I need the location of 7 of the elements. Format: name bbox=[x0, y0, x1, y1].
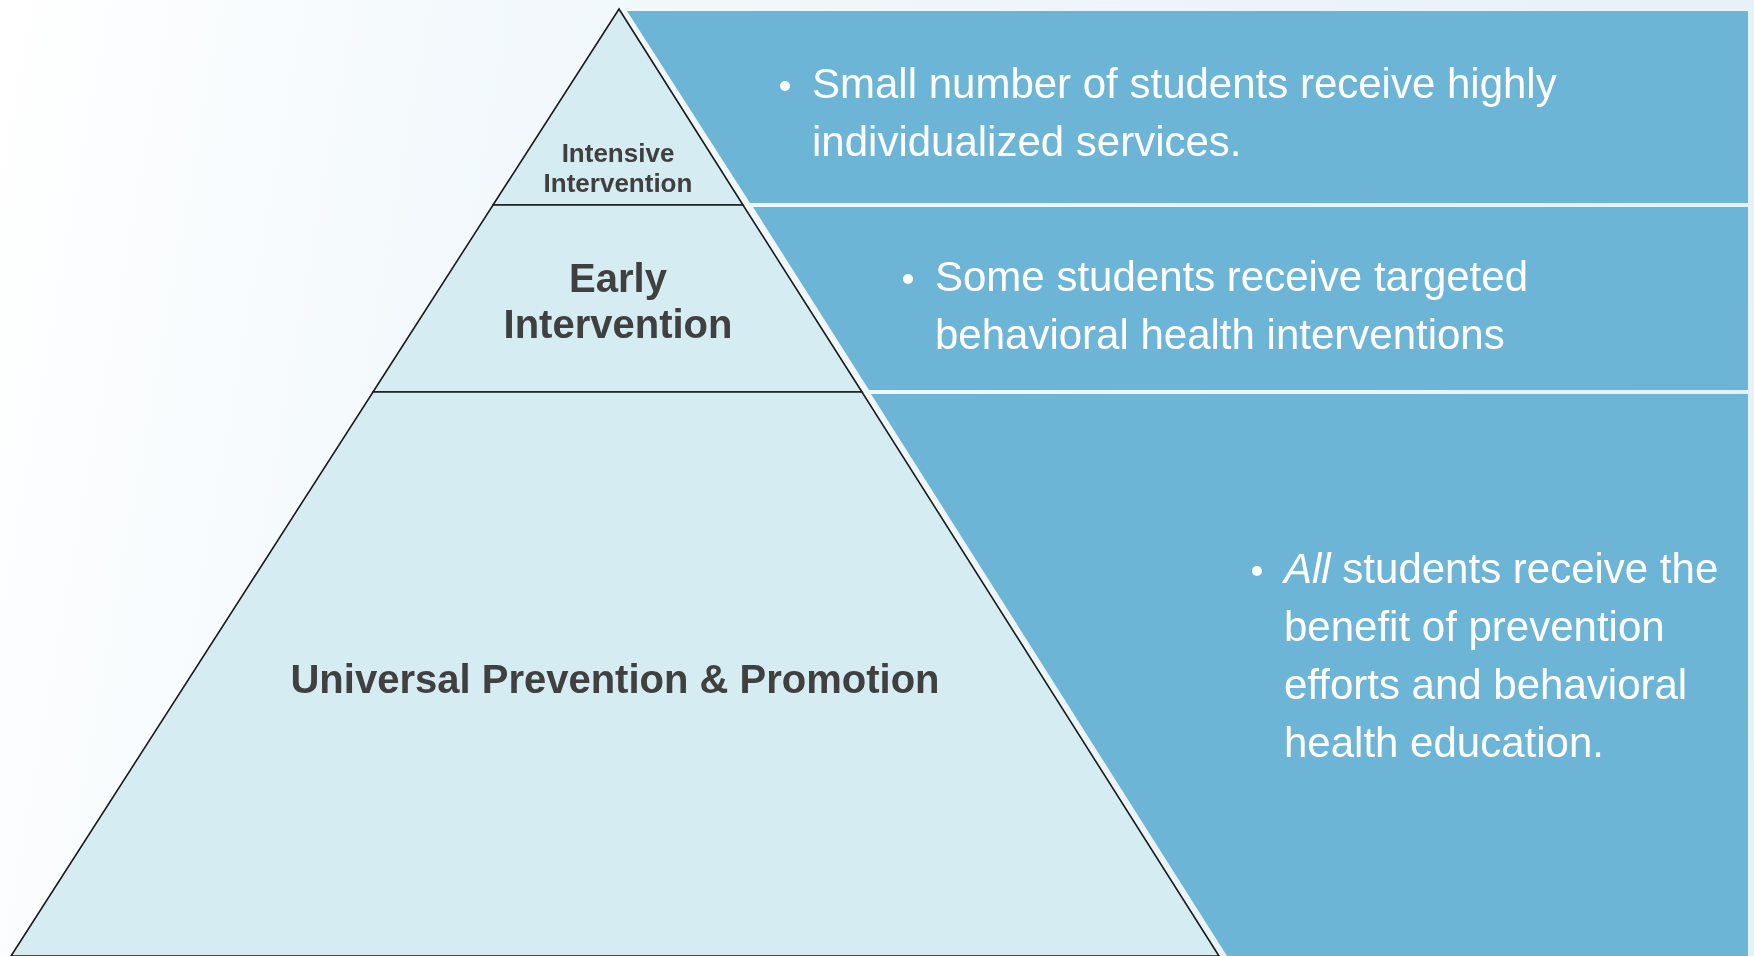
description-band bbox=[753, 207, 1748, 390]
tier-label: Universal Prevention & Promotion bbox=[290, 656, 940, 703]
tier-label: Intensive Intervention bbox=[542, 138, 694, 198]
bullet-text: Small number of students receive highly individualized services. bbox=[812, 59, 1558, 167]
tier-label: Early Intervention bbox=[502, 255, 734, 347]
bullet-text: Some students receive targeted behavioral health interventions bbox=[935, 252, 1529, 360]
bullet-text: All students receive the benefit of prevention efforts and behavioral health education. bbox=[1284, 544, 1720, 768]
